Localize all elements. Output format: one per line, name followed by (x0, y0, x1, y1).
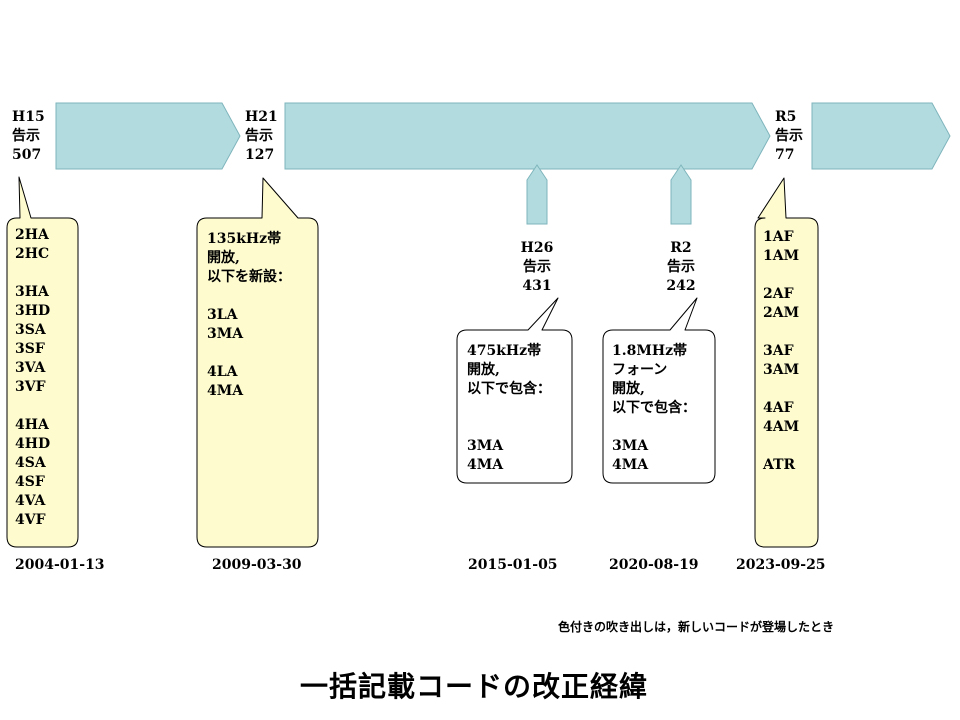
callout-text-h26: 475kHz帯 開放, 以下で包含： 3MA 4MA (467, 343, 551, 473)
notice-label-h15: H15 告示 507 (12, 109, 45, 163)
notice-label-r5: R5 告示 77 (775, 109, 803, 163)
notice-label-h21: H21 告示 127 (245, 109, 278, 163)
callout-text-r2: 1.8MHz帯 フォーン 開放, 以下で包含： 3MA 4MA (612, 343, 696, 473)
callout-bubble-h26 (456, 297, 573, 484)
timeline-arrow-2 (284, 102, 771, 170)
timeline-arrow-3 (811, 102, 951, 170)
date-h15: 2004-01-13 (15, 557, 105, 573)
callout-text-r5: 1AF 1AM 2AF 2AM 3AF 3AM 4AF 4AM ATR (763, 229, 800, 473)
date-r2: 2020-08-19 (609, 557, 699, 573)
date-h21: 2009-03-30 (212, 557, 302, 573)
timeline-arrow-1 (55, 102, 241, 170)
callout-bubble-r2 (602, 297, 716, 484)
callout-text-h21: 135kHz帯 開放, 以下を新設： 3LA 3MA 4LA 4MA (207, 231, 291, 399)
callout-bubble-h21 (196, 177, 319, 548)
notice-label-r2: R2 告示 242 (666, 240, 696, 294)
callout-bubble-r5 (754, 177, 819, 548)
diagram-title: 一括記載コードの改正経緯 (300, 670, 649, 703)
notice-label-h26: H26 告示 431 (520, 240, 554, 294)
callout-bubble-h15 (6, 176, 79, 548)
date-r5: 2023-09-25 (736, 557, 826, 573)
callout-text-h15: 2HA 2HC 3HA 3HD 3SA 3SF 3VA 3VF 4HA 4HD … (15, 227, 51, 528)
up-arrow-r2 (670, 164, 692, 225)
date-h26: 2015-01-05 (468, 557, 558, 573)
up-arrow-h26 (526, 164, 548, 225)
legend-note: 色付きの吹き出しは，新しいコードが登場したとき (558, 620, 835, 634)
